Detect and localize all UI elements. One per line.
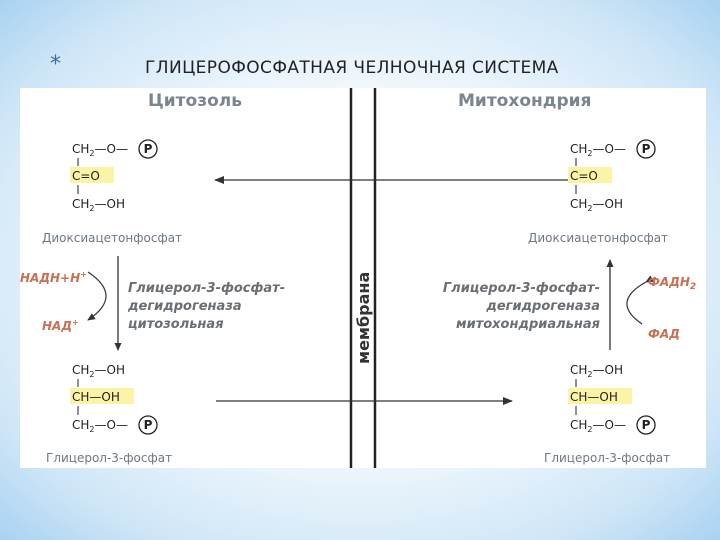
- left-g3p-row3: CH2—O—: [72, 418, 128, 434]
- right-g3p-phosphate-circle: [636, 415, 656, 435]
- left-g3p-name: Глицерол-3-фосфат: [46, 451, 172, 465]
- left-dhap-name: Диоксиацетонфосфат: [42, 231, 182, 245]
- left-g3p-row1: CH2—OH: [72, 363, 125, 379]
- right-dhap-phosphate: P: [642, 142, 651, 156]
- left-dhap-structure: CH2—O— P C=O CH2—OH: [70, 139, 158, 213]
- left-dhap-phosphate-circle: [138, 139, 158, 159]
- right-dhap-row1: CH2—O—: [570, 142, 626, 158]
- left-dhap-row3: CH2—OH: [72, 197, 125, 213]
- right-dhap-name: Диоксиацетонфосфат: [528, 231, 668, 245]
- right-enzyme-line3: митохондриальная: [456, 317, 600, 332]
- left-enzyme-line3: цитозольная: [128, 317, 224, 332]
- left-g3p-phosphate-circle: [138, 415, 158, 435]
- right-dhap-row2: C=O: [570, 169, 598, 183]
- left-enzyme-line2: дегидрогеназа: [127, 299, 242, 314]
- right-g3p-structure: CH2—OH CH—OH CH2—O— P: [568, 363, 656, 435]
- left-dhap-highlight: [70, 167, 114, 183]
- membrane-label: мембрана: [354, 272, 373, 364]
- slide-bullet: *: [50, 52, 61, 77]
- right-dhap-phosphate-circle: [636, 139, 656, 159]
- left-cofactor-top: НАДН+Н+: [20, 270, 87, 285]
- shuttle-diagram: Цитозоль Митохондрия мембрана CH2—O— P C…: [20, 88, 706, 468]
- right-g3p-row2: CH—OH: [570, 390, 618, 404]
- left-g3p-row2: CH—OH: [72, 390, 120, 404]
- diagram-canvas: Цитозоль Митохондрия мембрана CH2—O— P C…: [20, 88, 696, 468]
- left-g3p-structure: CH2—OH CH—OH CH2—O— P: [70, 363, 158, 435]
- right-dhap-row3: CH2—OH: [570, 197, 623, 213]
- slide-title: ГЛИЦЕРОФОСФАТНАЯ ЧЕЛНОЧНАЯ СИСТЕМА: [145, 58, 559, 78]
- right-g3p-name: Глицерол-3-фосфат: [544, 451, 670, 465]
- right-cofactor-top: ФАДН2: [648, 275, 696, 292]
- right-enzyme-line2: дегидрогеназа: [485, 299, 600, 314]
- left-dhap-phosphate: P: [144, 142, 153, 156]
- right-g3p-phosphate: P: [642, 418, 651, 432]
- right-g3p-row3: CH2—O—: [570, 418, 626, 434]
- right-dhap-structure: CH2—O— P C=O CH2—OH: [568, 139, 656, 213]
- right-cofactor-arrow: [626, 275, 654, 325]
- left-dhap-row1: CH2—O—: [72, 142, 128, 158]
- left-dhap-row2: C=O: [72, 169, 100, 183]
- right-enzyme-line1: Глицерол-3-фосфат-: [443, 281, 600, 296]
- left-g3p-phosphate: P: [144, 418, 153, 432]
- left-cofactor-arrow: [87, 271, 107, 321]
- mitochondria-header: Митохондрия: [458, 91, 591, 111]
- right-g3p-row1: CH2—OH: [570, 363, 623, 379]
- left-enzyme-line1: Глицерол-3-фосфат-: [128, 281, 285, 296]
- right-cofactor-bottom: ФАД: [648, 327, 680, 341]
- membrane-label-bg: [354, 238, 372, 368]
- left-cofactor-bottom: НАД+: [42, 318, 79, 333]
- right-g3p-highlight: [568, 388, 632, 404]
- left-g3p-highlight: [70, 388, 134, 404]
- right-dhap-highlight: [568, 167, 612, 183]
- cytosol-header: Цитозоль: [148, 91, 242, 111]
